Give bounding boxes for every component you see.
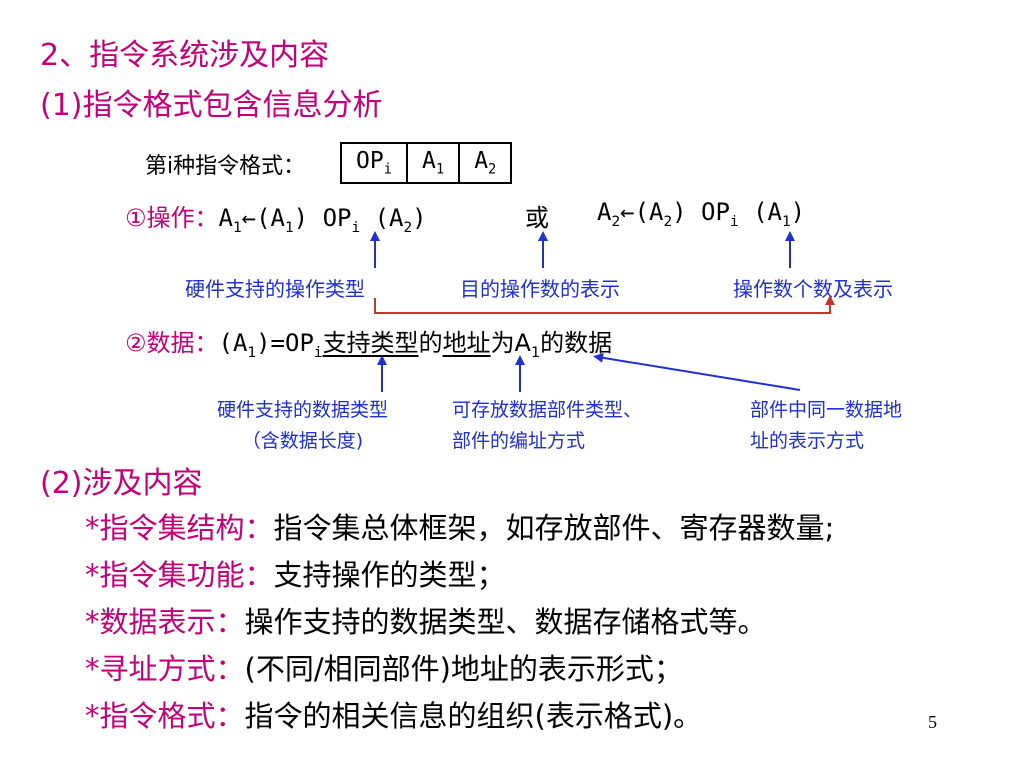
item-key: *指令集功能： (85, 558, 274, 592)
operation-expr-1: A1←(A1) OPi (A2) (218, 204, 427, 236)
list-item: *指令集功能：支持操作的类型； (85, 552, 506, 594)
operation-expr-2: A2←(A2) OPi (A1) (597, 198, 806, 230)
support-type-text: 支持类型 (322, 329, 419, 357)
or-label: 或 (525, 204, 549, 232)
bracket-operands (374, 295, 835, 314)
item-key: *指令集结构： (85, 511, 274, 545)
field-a2: A2 (458, 142, 513, 184)
list-item: *指令集结构：指令集总体框架，如存放部件、寄存器数量; (85, 505, 834, 547)
page-number: 5 (928, 712, 937, 732)
item-value: 指令的相关信息的组织(表示格式)。 (244, 699, 703, 733)
section-heading: 2、指令系统涉及内容 (40, 38, 330, 73)
data-label: ②数据： (125, 329, 219, 357)
item-value: (不同/相同部件)地址的表示形式； (244, 652, 683, 686)
operation-line: ①操作：A1←(A1) OPi (A2) (125, 198, 427, 236)
format-label: 第i种指令格式： (145, 154, 306, 179)
item-value: 支持操作的类型； (273, 558, 506, 592)
data-note-type: 硬件支持的数据类型（含数据长度) (216, 399, 388, 452)
list-item: *指令格式：指令的相关信息的组织(表示格式)。 (85, 693, 702, 735)
operation-label: ①操作： (125, 204, 219, 232)
item-key: *指令格式： (85, 699, 245, 733)
item-key: *寻址方式： (85, 652, 245, 686)
arrow-data-address (593, 352, 801, 391)
field-a1: A1 (406, 142, 461, 184)
item-value: 操作支持的数据类型、数据存储格式等。 (244, 605, 767, 639)
address-text: 地址 (442, 329, 491, 357)
data-line: ②数据：(A1)=OPi支持类型的地址为A1的数据 (125, 329, 613, 361)
item-key: *数据表示： (85, 605, 245, 639)
op-note-destination: 目的操作数的表示 (460, 277, 620, 301)
op-note-type: 硬件支持的操作类型 (185, 277, 365, 301)
data-note-address: 部件中同一数据地址的表示方式 (750, 399, 903, 452)
subsection-heading: (1)指令格式包含信息分析 (40, 88, 383, 123)
list-item: *寻址方式：(不同/相同部件)地址的表示形式； (85, 646, 683, 688)
item-value: 指令集总体框架，如存放部件、寄存器数量; (273, 511, 835, 545)
list-item: *数据表示：操作支持的数据类型、数据存储格式等。 (85, 599, 767, 641)
op-note-operands: 操作数个数及表示 (733, 277, 893, 301)
instruction-format-table: OPi A1 A2 (339, 142, 513, 184)
field-op: OPi (339, 142, 409, 184)
section2-heading: (2)涉及内容 (40, 466, 203, 501)
data-note-storage: 可存放数据部件类型、部件的编址方式 (452, 399, 643, 452)
